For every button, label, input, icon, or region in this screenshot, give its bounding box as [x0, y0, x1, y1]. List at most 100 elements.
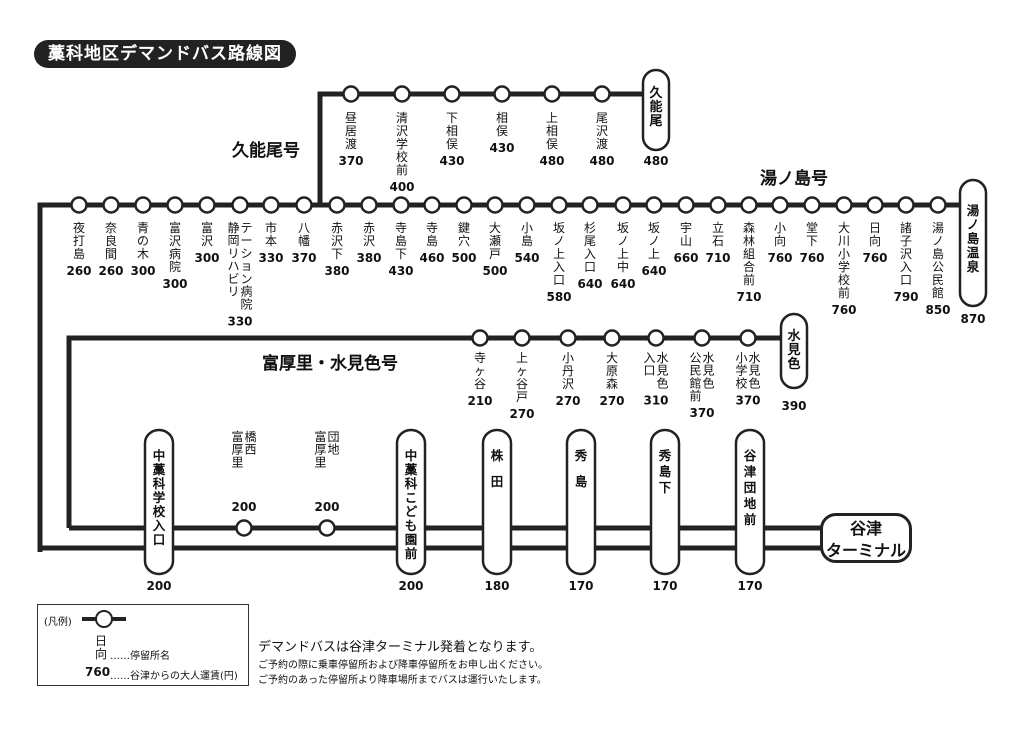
- stop-name-char: 学: [396, 136, 408, 151]
- stop-marker: [677, 196, 695, 214]
- stop-marker: [771, 196, 789, 214]
- route-label-kunou: 久能尾号: [232, 141, 300, 161]
- stop-name-char: 八: [298, 221, 310, 235]
- terminal-yunoshima-name-char: 泉: [966, 259, 980, 274]
- stop-name: 秀島: [574, 448, 588, 489]
- stop-name-char: 学: [838, 259, 850, 274]
- stop-name: 八幡: [298, 221, 310, 248]
- stop-marker: [70, 196, 88, 214]
- stop-name: 株田: [491, 448, 504, 489]
- stop-name-char: 堂: [806, 221, 818, 235]
- stop-capsule: [481, 428, 513, 576]
- stop-name-char: 島: [932, 246, 944, 261]
- stop-marker: [295, 196, 313, 214]
- stop-name: 小島: [521, 221, 533, 248]
- stop-name-char: 津: [744, 464, 757, 479]
- stop-name-char: 口: [553, 273, 565, 287]
- stop-fare: 310: [643, 393, 668, 407]
- stop-name-char: テ: [240, 221, 252, 235]
- stop-name-char: 静: [227, 221, 239, 235]
- stop-name-char: 前: [838, 285, 850, 300]
- stop-fare: 200: [398, 579, 423, 593]
- stop-name-char: 日: [869, 221, 881, 235]
- stop-name-char: 団: [744, 480, 757, 495]
- stop-name-char: 田: [491, 474, 504, 489]
- stop-marker: [231, 196, 249, 214]
- route-label-yunoshima: 湯ノ島号: [760, 169, 828, 189]
- stop-name-char: 坂: [617, 221, 629, 235]
- stop-name-char: 尾: [596, 111, 608, 125]
- stop-name-char: 大: [838, 221, 850, 235]
- stop-name-char: 公: [932, 260, 944, 274]
- stop-name-char: 合: [743, 259, 755, 274]
- stop-name-char: 打: [73, 234, 85, 248]
- terminal-mimiiro-box: [779, 312, 809, 390]
- stop-name-char: 色: [748, 376, 760, 390]
- terminal-line1: 谷津: [849, 519, 882, 538]
- stop-name-char: 向: [774, 233, 786, 248]
- stop-name-char: 木: [137, 247, 149, 261]
- stop-name-char: 小: [774, 221, 786, 235]
- stop-name: 市本: [265, 220, 277, 248]
- stop-name-char: 川: [838, 234, 850, 248]
- stop-name-char: 鍵: [458, 220, 470, 235]
- stop-name-char: 石: [712, 234, 724, 248]
- legend-sample-name: 日向: [94, 634, 107, 661]
- stop-name-char: 厚: [231, 443, 243, 457]
- stop-capsule: [395, 428, 427, 576]
- stop-name-char: 入: [153, 518, 166, 533]
- stop-fare: 330: [258, 251, 283, 265]
- stop-marker: [614, 196, 632, 214]
- stop-name-char: 居: [345, 124, 357, 138]
- stop-name-char: 森: [606, 376, 618, 391]
- stop-capsule: [649, 428, 681, 576]
- stop-fare: 200: [146, 579, 171, 593]
- stop-fare: 300: [162, 277, 187, 291]
- stop-name-char: 学: [735, 363, 747, 378]
- stop-name-char: 色: [656, 376, 668, 390]
- stop-name: 大瀬戸: [489, 221, 501, 261]
- stop-marker: [550, 196, 568, 214]
- stop-name-char: こ: [405, 490, 418, 505]
- terminal-kunou-box: [641, 68, 671, 152]
- stop-name-char: 厚: [314, 443, 326, 457]
- stop-name-char: 水: [748, 351, 760, 365]
- stop-fare: 200: [314, 500, 339, 514]
- legend-stop-icon: [95, 610, 113, 628]
- stop-name-char: 前: [744, 512, 757, 527]
- stop-name-char: 赤: [331, 221, 343, 235]
- stop-fare: 760: [767, 251, 792, 265]
- stop-name-char: 中: [617, 259, 629, 274]
- stop-name-char: 寺: [426, 221, 438, 235]
- stop-name-char: 藁: [404, 462, 418, 477]
- stop-name-char: 口: [900, 273, 912, 287]
- notes: デマンドバスは谷津ターミナル発着となります。 ご予約の際に乗車停留所および降車停…: [258, 636, 548, 688]
- stop-fare: 200: [231, 500, 256, 514]
- stop-name-char: ノ: [932, 234, 944, 248]
- stop-name-char: 富: [169, 220, 181, 235]
- stop-name-char: 民: [689, 364, 701, 378]
- terminal-line2: ターミナル: [825, 541, 906, 560]
- stop-name-char: 口: [584, 260, 596, 274]
- stop-name-char: 小: [838, 247, 850, 261]
- stop-marker: [443, 85, 461, 103]
- stop-fare: 260: [98, 264, 123, 278]
- stop-name-char: 小: [735, 351, 747, 365]
- stop-fare: 170: [737, 579, 762, 593]
- stop-name-char: 見: [702, 364, 714, 378]
- stop-marker: [318, 519, 336, 537]
- stop-name-char: 組: [743, 247, 755, 261]
- stop-marker: [803, 196, 821, 214]
- stop-name-char: 森: [743, 220, 755, 235]
- stop-name-char: 瀬: [489, 234, 501, 248]
- stop-name-char: も: [405, 518, 418, 533]
- stop-marker: [739, 329, 757, 347]
- stop-marker: [486, 196, 504, 214]
- stop-marker: [897, 196, 915, 214]
- stop-fare: 500: [482, 264, 507, 278]
